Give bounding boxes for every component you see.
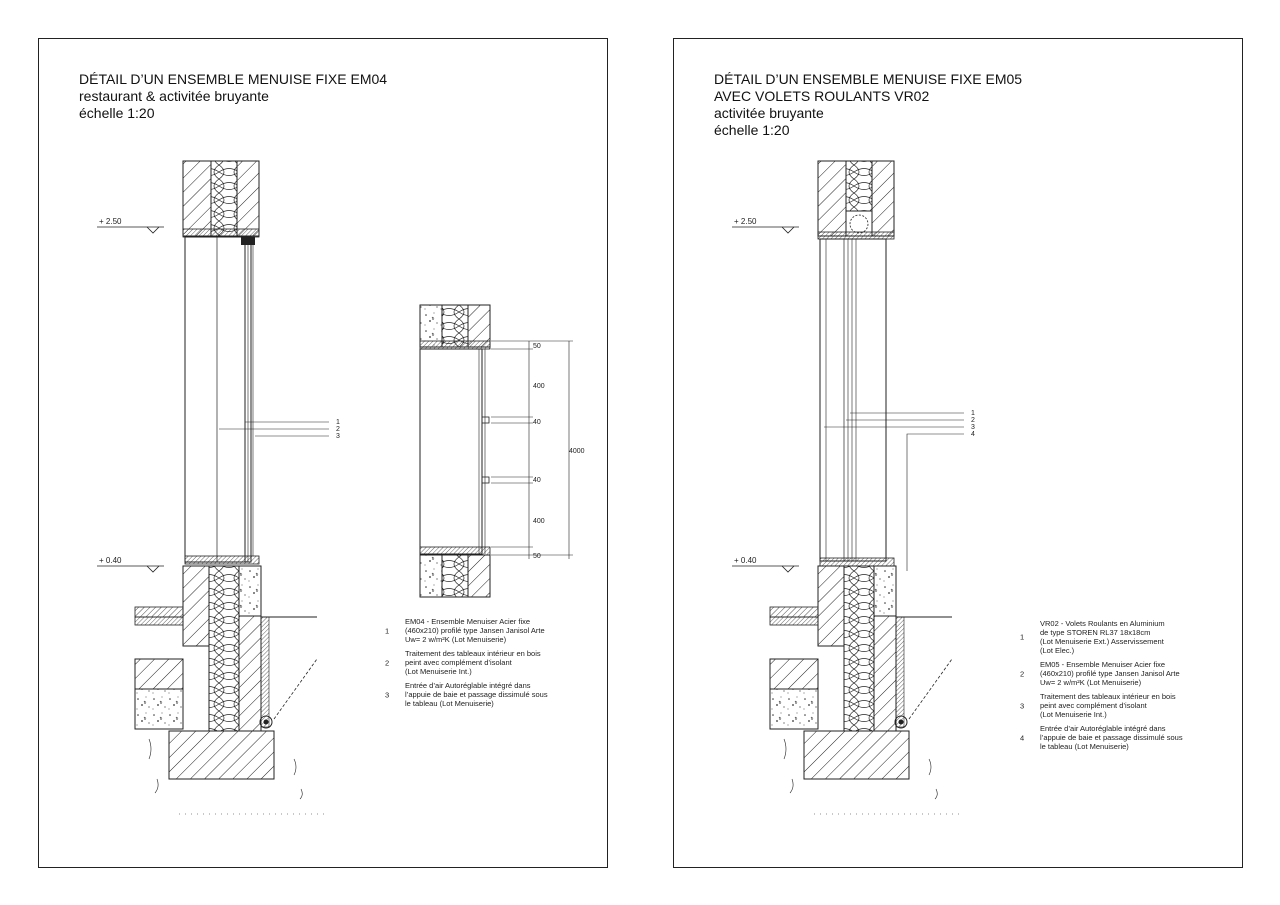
level-marker-lower: + 0.40	[732, 556, 799, 573]
legend-text: Uw= 2 w/m²K (Lot Menuiserie)	[405, 635, 507, 644]
legend-text: Traitement des tableaux intérieur en boi…	[405, 649, 541, 658]
sheet-title: DÉTAIL D’UN ENSEMBLE MENUISE FIXE EM04	[79, 71, 388, 87]
dimension-label: 40	[533, 419, 541, 426]
callout-1: 1	[336, 419, 340, 426]
legend-item: 1 VR02 - Volets Roulants en Aluminium de…	[1020, 619, 1183, 655]
legend-number: 2	[385, 658, 390, 667]
lower-wall-floor	[769, 565, 964, 815]
legend-number: 3	[1020, 701, 1025, 710]
level-label-lower: + 0.40	[99, 556, 122, 565]
legend-text: VR02 - Volets Roulants en Aluminium	[1040, 619, 1165, 628]
legend-number: 3	[385, 690, 390, 699]
dimension-label: 40	[533, 477, 541, 484]
level-label-lower: + 0.40	[734, 556, 757, 565]
legend-text: de type STOREN RL37 18x18cm	[1040, 628, 1151, 637]
lower-wall-floor	[134, 565, 329, 815]
legend-text: Entrée d’air Autoréglable intégré dans	[405, 681, 531, 690]
legend-item: 3 Traitement des tableaux intérieur en b…	[1020, 692, 1183, 719]
sheet-title-block: DÉTAIL D’UN ENSEMBLE MENUISE FIXE EM04 r…	[79, 71, 387, 122]
callout-lines-em05: 1 2 3 4	[824, 410, 975, 571]
legend-number: 4	[1020, 733, 1025, 742]
legend-number: 1	[385, 626, 390, 635]
legend-text: EM04 - Ensemble Menuiser Acier fixe	[405, 617, 531, 626]
legend-text: (Lot Menuiserie Int.)	[405, 667, 472, 676]
level-marker-upper: + 2.50	[732, 217, 799, 234]
legend-text: le tableau (Lot Menuiserie)	[405, 699, 494, 708]
sheet-scale: échelle 1:20	[714, 122, 790, 138]
legend-number: 1	[1020, 632, 1025, 642]
level-marker-upper: + 2.50	[97, 217, 164, 234]
window-frame-em04	[184, 236, 260, 565]
legend-item: 2 EM05 - Ensemble Menuiser Acier fixe (4…	[1020, 660, 1183, 687]
callout-3: 3	[336, 433, 340, 440]
dimension-label: 400	[533, 383, 545, 390]
dimension-label: 50	[533, 553, 541, 560]
detail-sheet-em04: DÉTAIL D’UN ENSEMBLE MENUISE FIXE EM04 r…	[38, 38, 608, 868]
callout-4: 4	[971, 431, 975, 438]
callout-2: 2	[971, 417, 975, 424]
sheet-subtitle: restaurant & activitée bruyante	[79, 88, 269, 104]
sheet-scale: échelle 1:20	[79, 105, 155, 121]
legend-text: Uw= 2 w/m²K (Lot Menuiserie)	[1040, 678, 1142, 687]
legend-item: 2 Traitement des tableaux intérieur en b…	[385, 649, 548, 676]
legend-item: 1 EM04 - Ensemble Menuiser Acier fixe (4…	[385, 617, 548, 644]
sheet-title-block: DÉTAIL D’UN ENSEMBLE MENUISE FIXE EM05 A…	[714, 71, 1022, 139]
legend-em05: 1 VR02 - Volets Roulants en Aluminium de…	[1020, 619, 1183, 756]
sheet-title: DÉTAIL D’UN ENSEMBLE MENUISE FIXE EM05	[714, 71, 1023, 87]
callout-2: 2	[336, 426, 340, 433]
detail-sheet-em05: DÉTAIL D’UN ENSEMBLE MENUISE FIXE EM05 A…	[673, 38, 1243, 868]
callout-1: 1	[971, 410, 975, 417]
window-frame-em05	[819, 238, 895, 567]
level-label-upper: + 2.50	[734, 217, 757, 226]
dimension-label-total: 4000	[569, 448, 585, 455]
dimension-label: 400	[533, 518, 545, 525]
legend-item: 3 Entrée d’air Autoréglable intégré dans…	[385, 681, 548, 708]
sheet-title-line2: AVEC VOLETS ROULANTS VR02	[714, 88, 930, 104]
legend-text: l’appuie de baie et passage dissimulé so…	[1040, 733, 1183, 742]
legend-text: (460x210) profilé type Jansen Janisol Ar…	[405, 626, 545, 635]
level-label-upper: + 2.50	[99, 217, 122, 226]
legend-text: peint avec complément d’isolant	[1040, 701, 1147, 710]
legend-em04: 1 EM04 - Ensemble Menuiser Acier fixe (4…	[385, 617, 548, 713]
legend-text: Entrée d’air Autoréglable intégré dans	[1040, 724, 1166, 733]
legend-item: 4 Entrée d’air Autoréglable intégré dans…	[1020, 724, 1183, 751]
legend-text: peint avec complément d’isolant	[405, 658, 512, 667]
legend-text: (Lot Menuiserie Int.)	[1040, 710, 1107, 719]
legend-text: le tableau (Lot Menuiserie)	[1040, 742, 1129, 751]
level-marker-lower: + 0.40	[97, 556, 164, 573]
legend-text: (Lot Elec.)	[1040, 646, 1075, 655]
legend-text: (460x210) profilé type Jansen Janisol Ar…	[1040, 669, 1180, 678]
section-drawing-em04: + 2.50 1 2 3 + 0.40	[97, 160, 585, 815]
elevation-detail-em04: 50 400 40 4000 40 400 50	[419, 304, 585, 598]
sheet-subtitle: activitée bruyante	[714, 105, 824, 121]
callout-lines-em04: 1 2 3	[219, 419, 340, 440]
legend-text: l’appuie de baie et passage dissimulé so…	[405, 690, 548, 699]
legend-text: (Lot Menuiserie Ext.) Asservissement	[1040, 637, 1164, 646]
legend-number: 2	[1020, 669, 1025, 678]
legend-text: EM05 - Ensemble Menuiser Acier fixe	[1040, 660, 1166, 669]
dimension-label: 50	[533, 343, 541, 350]
section-drawing-em05: + 2.50 1 2 3 4 + 0.40	[732, 160, 975, 815]
callout-3: 3	[971, 424, 975, 431]
upper-wall	[182, 160, 260, 245]
legend-text: Traitement des tableaux intérieur en boi…	[1040, 692, 1176, 701]
upper-wall	[817, 160, 895, 240]
